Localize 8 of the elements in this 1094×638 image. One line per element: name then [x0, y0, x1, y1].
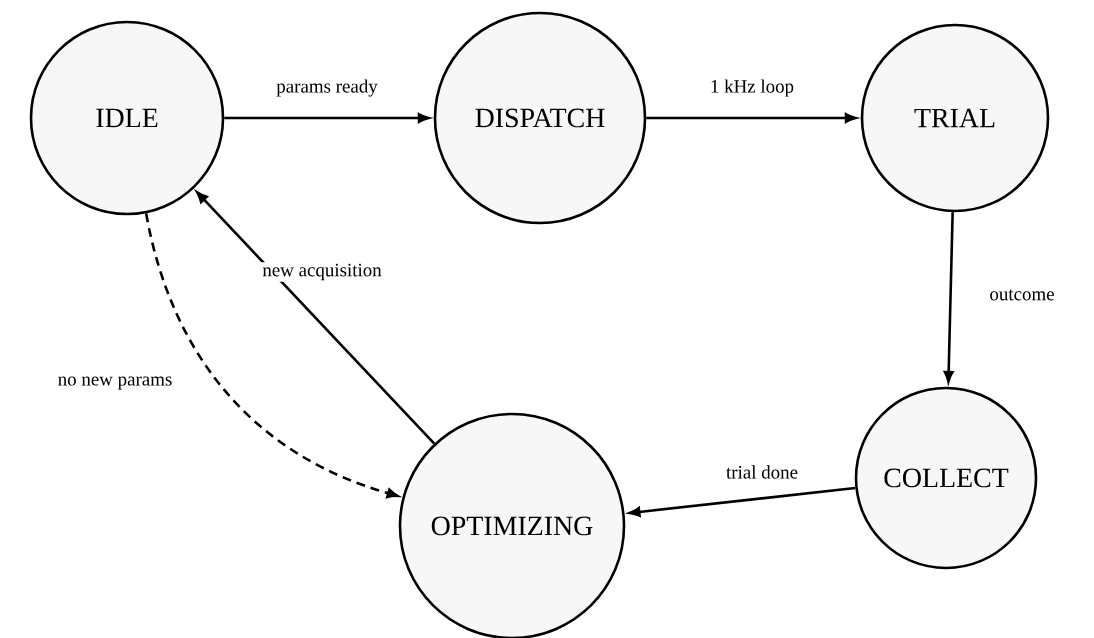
edge-label: 1 kHz loop — [708, 77, 796, 99]
edge-label: trial done — [724, 463, 800, 481]
arrow — [196, 191, 436, 445]
arrow — [144, 213, 399, 499]
edge-label: outcome — [987, 288, 1057, 302]
edge-label: no new params — [56, 375, 174, 391]
edge-label: new acquisition — [260, 262, 384, 282]
edge-label: params ready — [274, 77, 380, 99]
